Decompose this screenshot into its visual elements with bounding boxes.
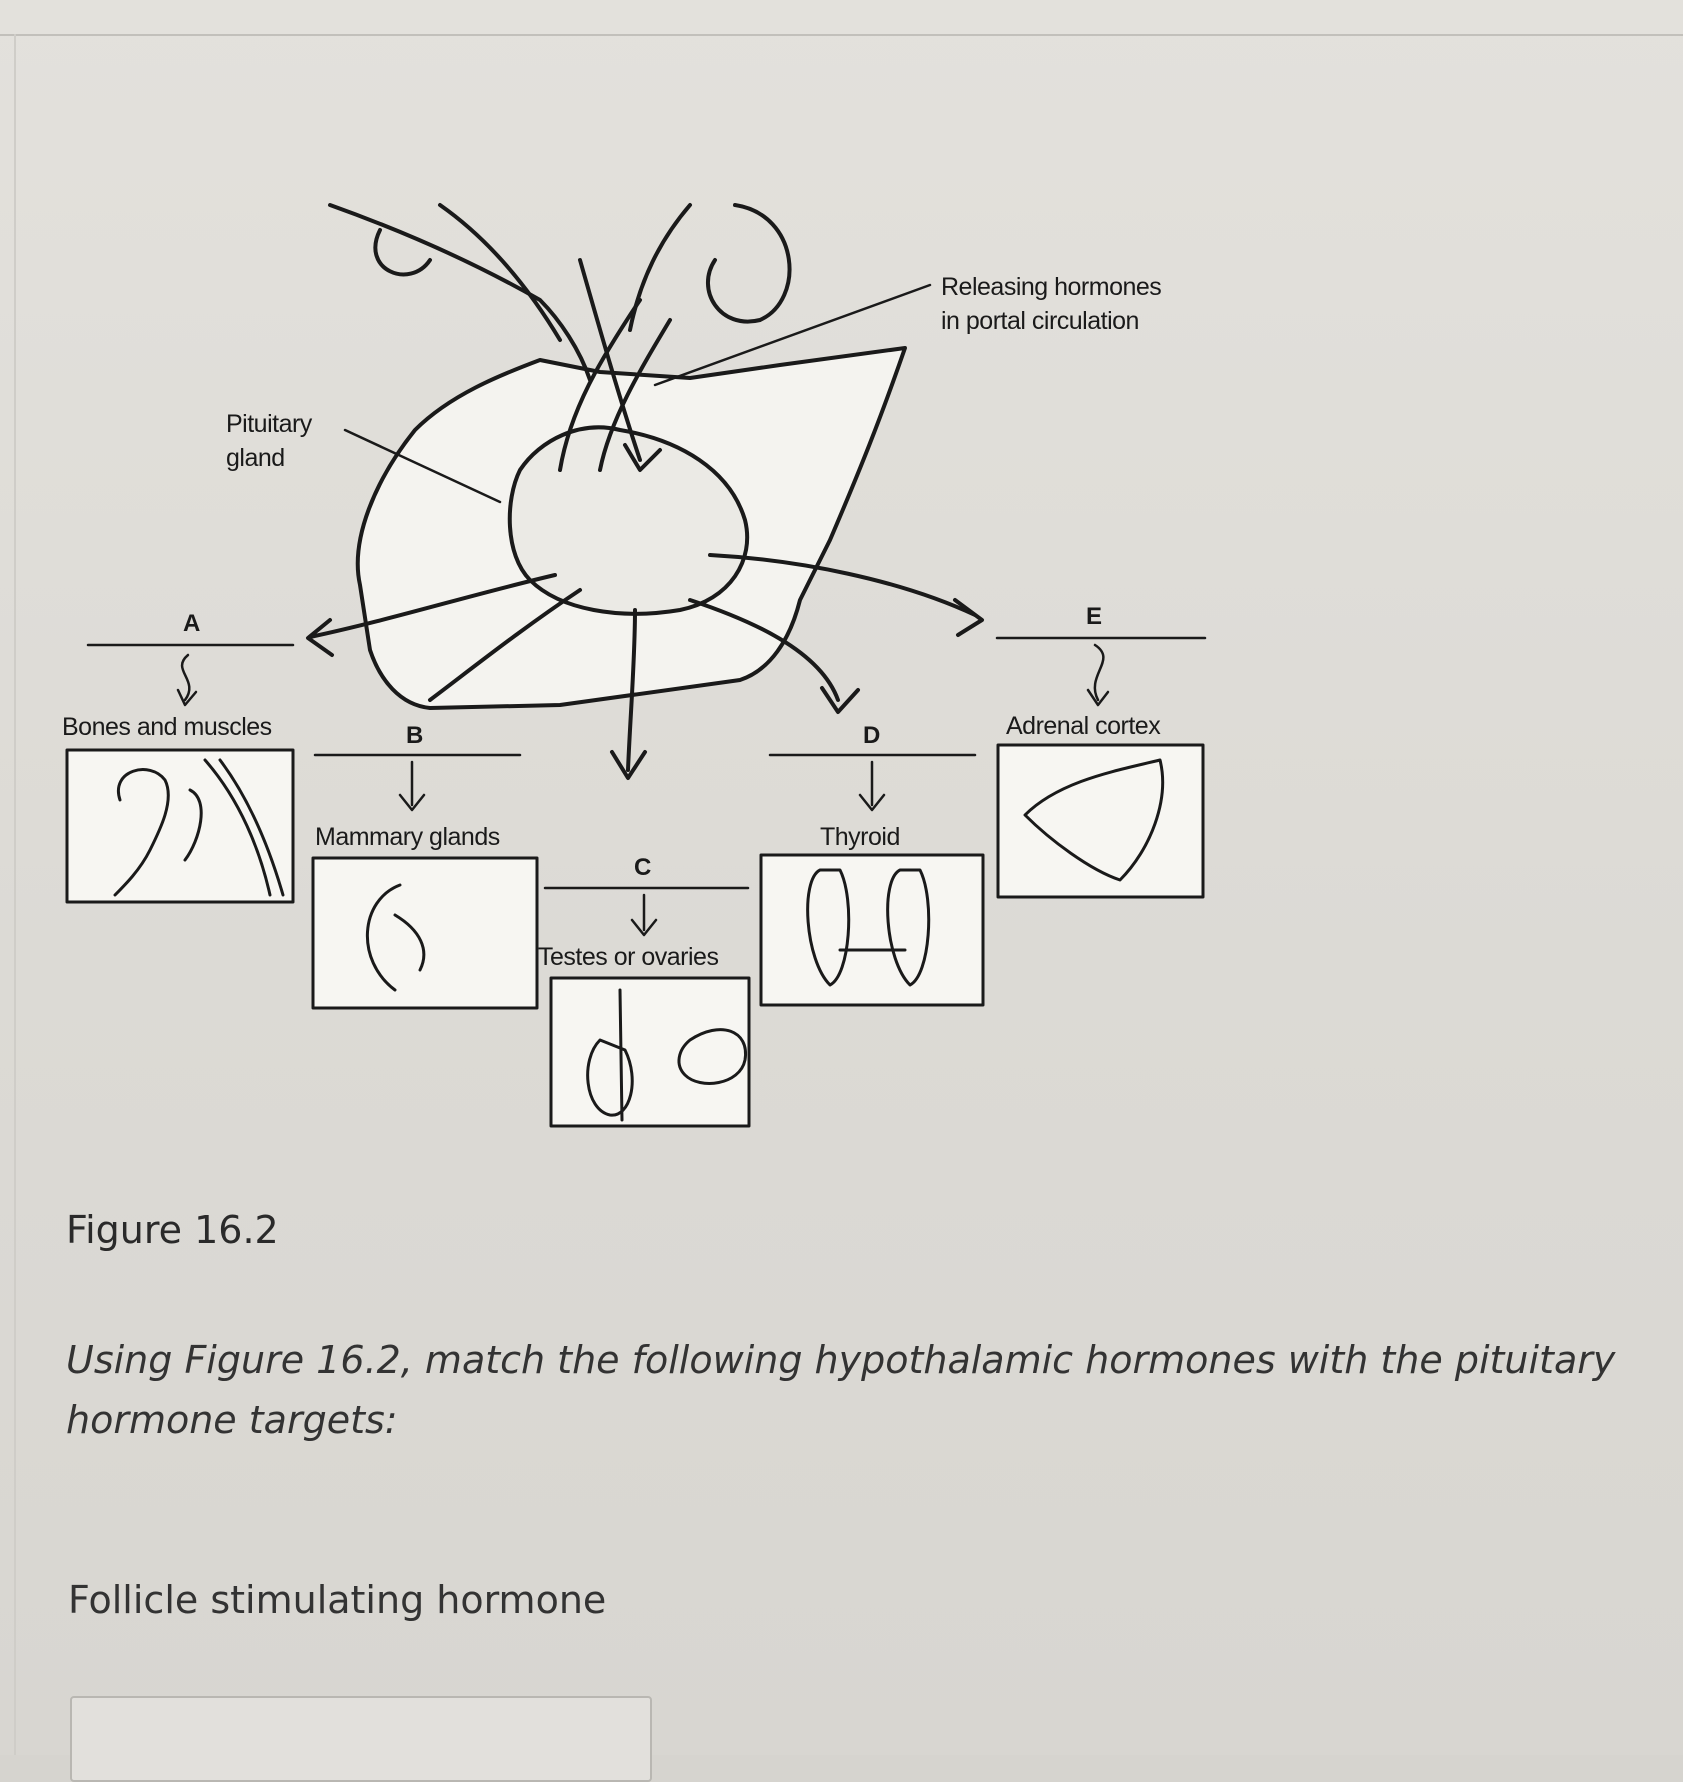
down-arrow-b [398, 760, 426, 812]
arrow-to-d [688, 598, 840, 702]
pituitary-figure [65, 203, 1207, 1128]
label-pituitary-line1: Pituitary [226, 410, 312, 438]
match-item-label: Follicle stimulating hormone [68, 1578, 607, 1622]
label-releasing-hormones-line1: Releasing hormones [941, 273, 1162, 301]
pituitary-stalk [558, 298, 672, 472]
label-mammary-glands: Mammary glands [315, 823, 500, 851]
adrenal-sketch [1023, 758, 1165, 882]
box-thyroid [759, 853, 985, 1007]
arrow-to-a [308, 573, 557, 639]
down-arrow-c [630, 893, 658, 937]
breast-sketch [365, 883, 426, 992]
label-releasing-hormones-line2: in portal circulation [941, 307, 1139, 335]
letter-a: A [183, 610, 201, 637]
arrow-to-c [626, 608, 637, 772]
portal-vessel [578, 258, 642, 462]
label-pituitary-line2: gland [226, 444, 285, 472]
top-divider [0, 34, 1683, 36]
vessel-loop-right [705, 203, 792, 324]
bone-sketch [113, 768, 203, 897]
box-bones-muscles [65, 748, 295, 904]
box-mammary [311, 856, 539, 1010]
nerve-left [328, 203, 592, 382]
figure-caption: Figure 16.2 [66, 1208, 279, 1252]
box-testes-ovaries [549, 976, 751, 1128]
muscle-sketch [203, 758, 285, 897]
arrow-to-e-head [953, 598, 984, 637]
arrow-to-c-head [610, 750, 647, 780]
arrow-to-b [428, 588, 582, 702]
down-arrow-a [176, 653, 198, 707]
nerve-left-2 [438, 203, 562, 342]
label-thyroid: Thyroid [820, 823, 900, 851]
nerve-loop-left [373, 228, 432, 277]
ovary-sketch [677, 1028, 747, 1085]
letter-d: D [863, 722, 881, 749]
arrow-to-a-head [306, 618, 334, 657]
label-bones-muscles: Bones and muscles [62, 713, 272, 741]
box-adrenal [996, 743, 1205, 899]
portal-arrow-head [623, 443, 662, 472]
label-adrenal-cortex: Adrenal cortex [1006, 712, 1161, 740]
letter-e: E [1086, 603, 1103, 630]
thyroid-sketch [806, 868, 931, 987]
pituitary-leader-line [343, 428, 502, 504]
arrow-to-e [708, 553, 977, 617]
down-arrow-e [1086, 643, 1110, 707]
left-divider [14, 34, 16, 1755]
testis-sketch [586, 988, 634, 1122]
label-testes-ovaries: Testes or ovaries [538, 943, 719, 971]
nerve-right [628, 203, 692, 332]
releasing-leader-line [653, 283, 932, 387]
letter-c: C [634, 854, 652, 881]
arrow-to-d-head [820, 686, 860, 714]
down-arrow-d [858, 760, 886, 812]
letter-b: B [406, 722, 424, 749]
answer-input[interactable] [70, 1696, 652, 1782]
question-prompt: Using Figure 16.2, match the following h… [66, 1338, 1616, 1442]
